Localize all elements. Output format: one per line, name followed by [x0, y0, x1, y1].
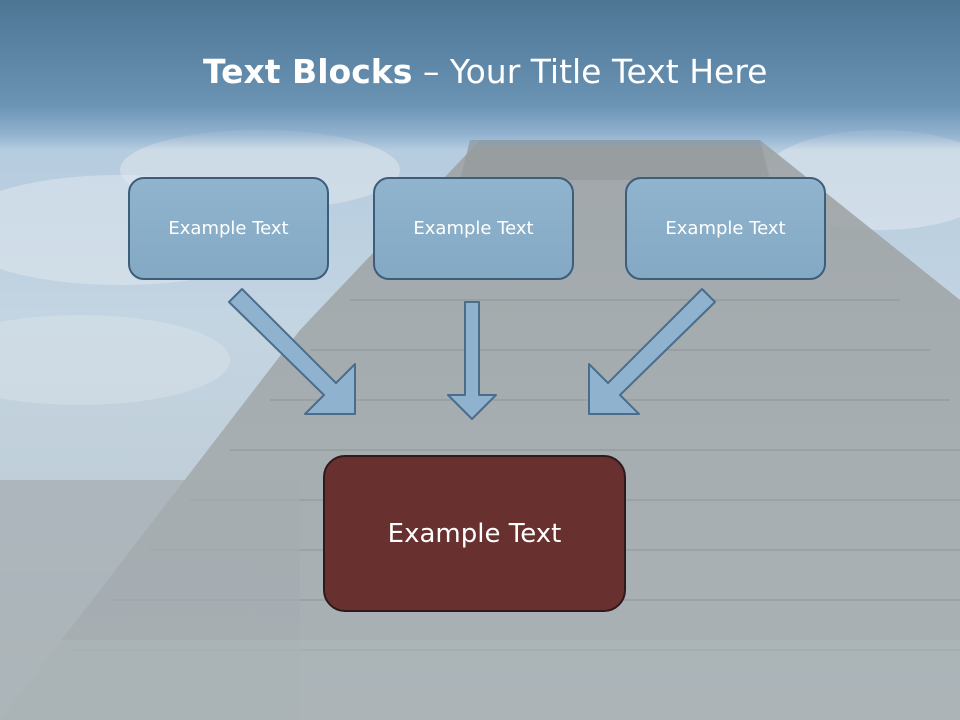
main-text-block-label: Example Text [387, 518, 562, 549]
text-block-3[interactable]: Example Text [625, 177, 826, 280]
title-bold: Text Blocks [203, 52, 413, 91]
text-block-1-label: Example Text [168, 218, 289, 239]
title-rest: Your Title Text Here [449, 52, 768, 91]
arrow-right-icon [588, 288, 716, 415]
text-block-2[interactable]: Example Text [373, 177, 574, 280]
title-dash: – [412, 52, 450, 91]
text-block-3-label: Example Text [665, 218, 786, 239]
arrow-center-icon [447, 301, 497, 420]
arrow-left-icon [228, 288, 356, 415]
main-text-block[interactable]: Example Text [323, 455, 626, 612]
title-band [0, 0, 960, 150]
text-block-1[interactable]: Example Text [128, 177, 329, 280]
slide-title: Text Blocks – Your Title Text Here [203, 52, 767, 91]
text-block-2-label: Example Text [413, 218, 534, 239]
